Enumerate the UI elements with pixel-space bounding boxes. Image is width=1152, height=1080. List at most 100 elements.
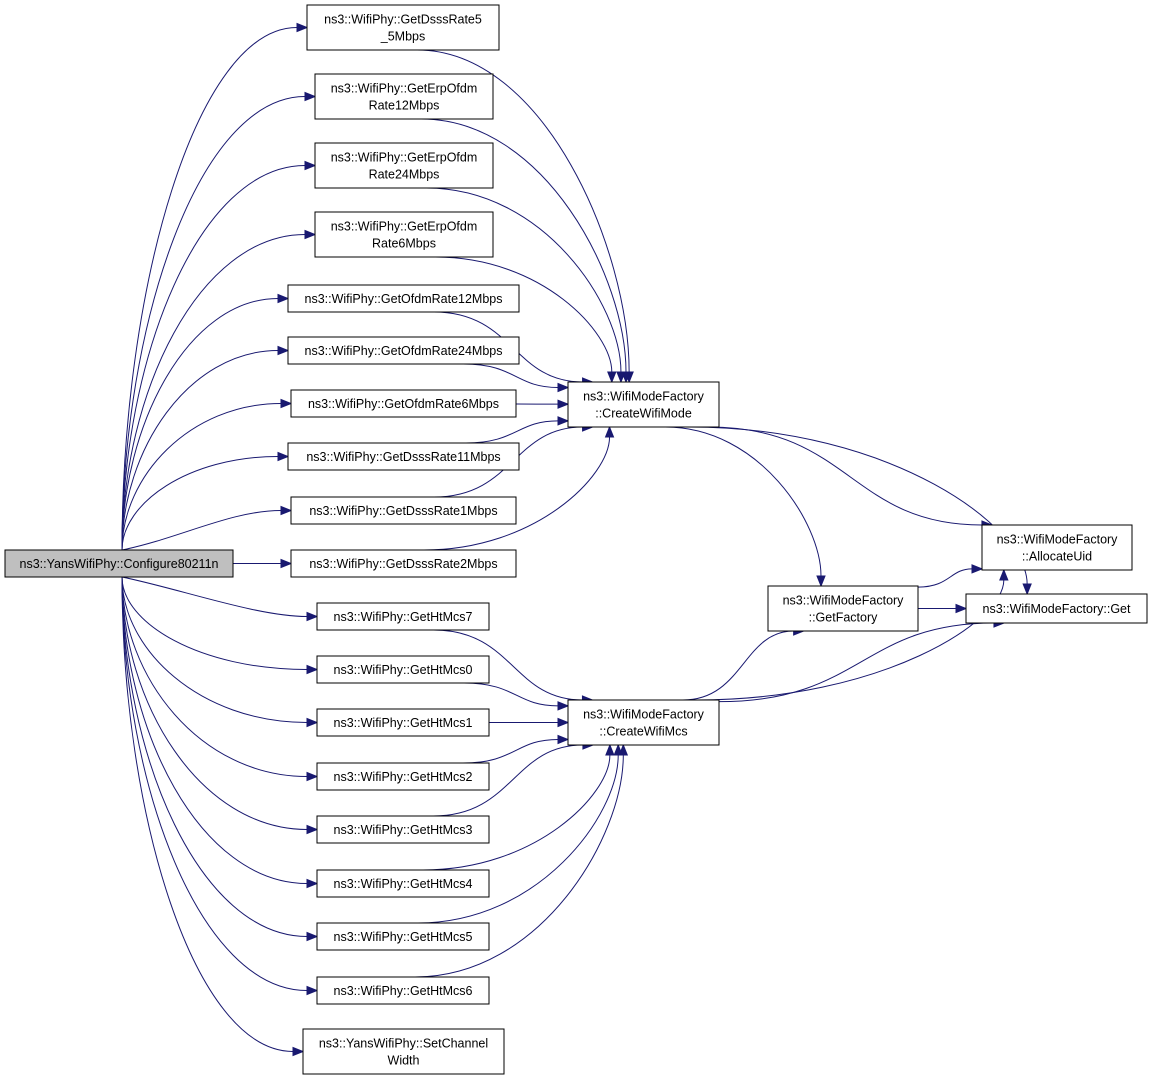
arrowhead-icon [604,425,615,438]
node-d1[interactable]: ns3::WifiPhy::GetDsssRate1Mbps [290,496,517,525]
node-h4[interactable]: ns3::WifiPhy::GetHtMcs4 [316,869,490,898]
edge-root-to-d1 [121,505,293,551]
edge-line [121,576,308,937]
arrowhead-icon [277,345,290,356]
edge-o6-to-cwm [515,399,570,409]
nodes-layer: ns3::YansWifiPhy::Configure80211nns3::Wi… [4,4,1148,1075]
edge-line [665,426,822,577]
edge-root-to-d11 [121,451,290,551]
node-label: ns3::WifiPhy::GetDsssRate5 [324,13,482,27]
node-label: Rate24Mbps [369,168,440,182]
node-label: Rate6Mbps [372,237,436,251]
node-label: ns3::WifiModeFactory [583,390,705,404]
arrowhead-icon [304,91,317,102]
node-label: ns3::WifiPhy::GetDsssRate2Mbps [309,557,497,571]
arrowhead-icon [304,160,317,171]
node-h6[interactable]: ns3::WifiPhy::GetHtMcs6 [316,976,490,1005]
node-label: ns3::WifiPhy::GetOfdmRate12Mbps [305,292,503,306]
node-box [965,593,1148,624]
node-label: ns3::WifiPhy::GetDsssRate1Mbps [309,504,497,518]
arrowhead-icon [557,382,570,393]
arrowhead-icon [607,371,617,384]
arrowhead-icon [557,701,570,711]
arrowhead-icon [296,22,309,33]
node-label: ns3::WifiPhy::GetHtMcs6 [334,984,473,998]
node-h7[interactable]: ns3::WifiPhy::GetHtMcs7 [316,602,490,631]
node-h3[interactable]: ns3::WifiPhy::GetHtMcs3 [316,815,490,844]
edge-root-to-o24 [121,345,290,551]
edge-line [121,576,308,670]
node-label: ::AllocateUid [1022,550,1092,564]
node-h0[interactable]: ns3::WifiPhy::GetHtMcs0 [316,655,490,684]
edge-root-to-h6 [121,576,319,996]
node-o24[interactable]: ns3::WifiPhy::GetOfdmRate24Mbps [287,336,520,365]
edge-line [121,403,282,551]
edge-line [423,754,611,871]
node-label: ns3::WifiPhy::GetErpOfdm [331,151,478,165]
edge-line [463,363,559,389]
node-d11[interactable]: ns3::WifiPhy::GetDsssRate11Mbps [287,442,520,471]
arrowhead-icon [605,743,615,756]
arrowhead-icon [277,293,290,304]
node-cwm[interactable]: ns3::WifiModeFactory::CreateWifiMode [567,381,720,428]
edge-line [121,576,308,723]
edge-h2-to-cwmcs [463,734,570,764]
edge-root-to-o12 [121,293,290,551]
node-gf[interactable]: ns3::WifiModeFactory::GetFactory [767,585,919,632]
node-label: ::GetFactory [809,611,879,625]
node-get[interactable]: ns3::WifiModeFactory::Get [965,593,1148,624]
arrowhead-icon [971,564,984,574]
edge-h4-to-cwmcs [423,743,615,871]
arrowhead-icon [999,568,1009,581]
node-root[interactable]: ns3::YansWifiPhy::Configure80211n [4,549,234,578]
edge-root-to-e12 [121,91,317,551]
node-label: ns3::WifiPhy::GetHtMcs7 [334,610,473,624]
edge-root-to-h5 [121,576,319,942]
edge-root-to-d55 [121,22,309,551]
arrowhead-icon [618,743,629,756]
edge-o24-to-cwm [463,363,570,393]
arrowhead-icon [306,985,319,996]
node-d55[interactable]: ns3::WifiPhy::GetDsssRate5_5Mbps [306,4,500,51]
node-h2[interactable]: ns3::WifiPhy::GetHtMcs2 [316,762,490,791]
node-au[interactable]: ns3::WifiModeFactory::AllocateUid [981,524,1133,571]
node-label: _5Mbps [380,30,425,44]
arrowhead-icon [557,734,570,745]
edge-line [433,744,583,817]
edge-d2-to-cwm [423,425,615,551]
edge-line [121,576,294,1052]
edge-line [423,436,611,551]
node-label: ns3::WifiPhy::GetErpOfdm [331,220,478,234]
node-label: ::CreateWifiMcs [599,725,687,739]
node-cwmcs[interactable]: ns3::WifiModeFactory::CreateWifiMcs [567,699,720,746]
node-label: ns3::WifiModeFactory [997,533,1119,547]
node-label: ns3::WifiPhy::GetHtMcs2 [334,770,473,784]
node-box [302,1028,505,1075]
edge-gf-to-au [917,564,984,588]
node-o12[interactable]: ns3::WifiPhy::GetOfdmRate12Mbps [287,284,520,313]
node-label: ns3::WifiPhy::GetHtMcs1 [334,716,473,730]
node-d2[interactable]: ns3::WifiPhy::GetDsssRate2Mbps [290,549,517,578]
edge-line [426,187,622,373]
node-label: ns3::WifiPhy::GetHtMcs4 [334,877,473,891]
arrowhead-icon [304,229,317,240]
arrowhead-icon [557,416,570,426]
edge-e6-to-cwm [435,256,617,384]
node-box [316,762,490,791]
node-o6[interactable]: ns3::WifiPhy::GetOfdmRate6Mbps [290,389,517,418]
arrowhead-icon [280,558,293,569]
arrowhead-icon [280,505,293,516]
edge-line [435,256,613,373]
edge-line [708,426,982,526]
node-label: ns3::WifiModeFactory [583,708,705,722]
node-box [316,602,490,631]
node-h5[interactable]: ns3::WifiPhy::GetHtMcs5 [316,922,490,951]
node-h1[interactable]: ns3::WifiPhy::GetHtMcs1 [316,708,490,737]
node-label: ns3::WifiModeFactory [783,594,905,608]
edge-line [121,96,306,551]
arrowhead-icon [616,371,626,384]
